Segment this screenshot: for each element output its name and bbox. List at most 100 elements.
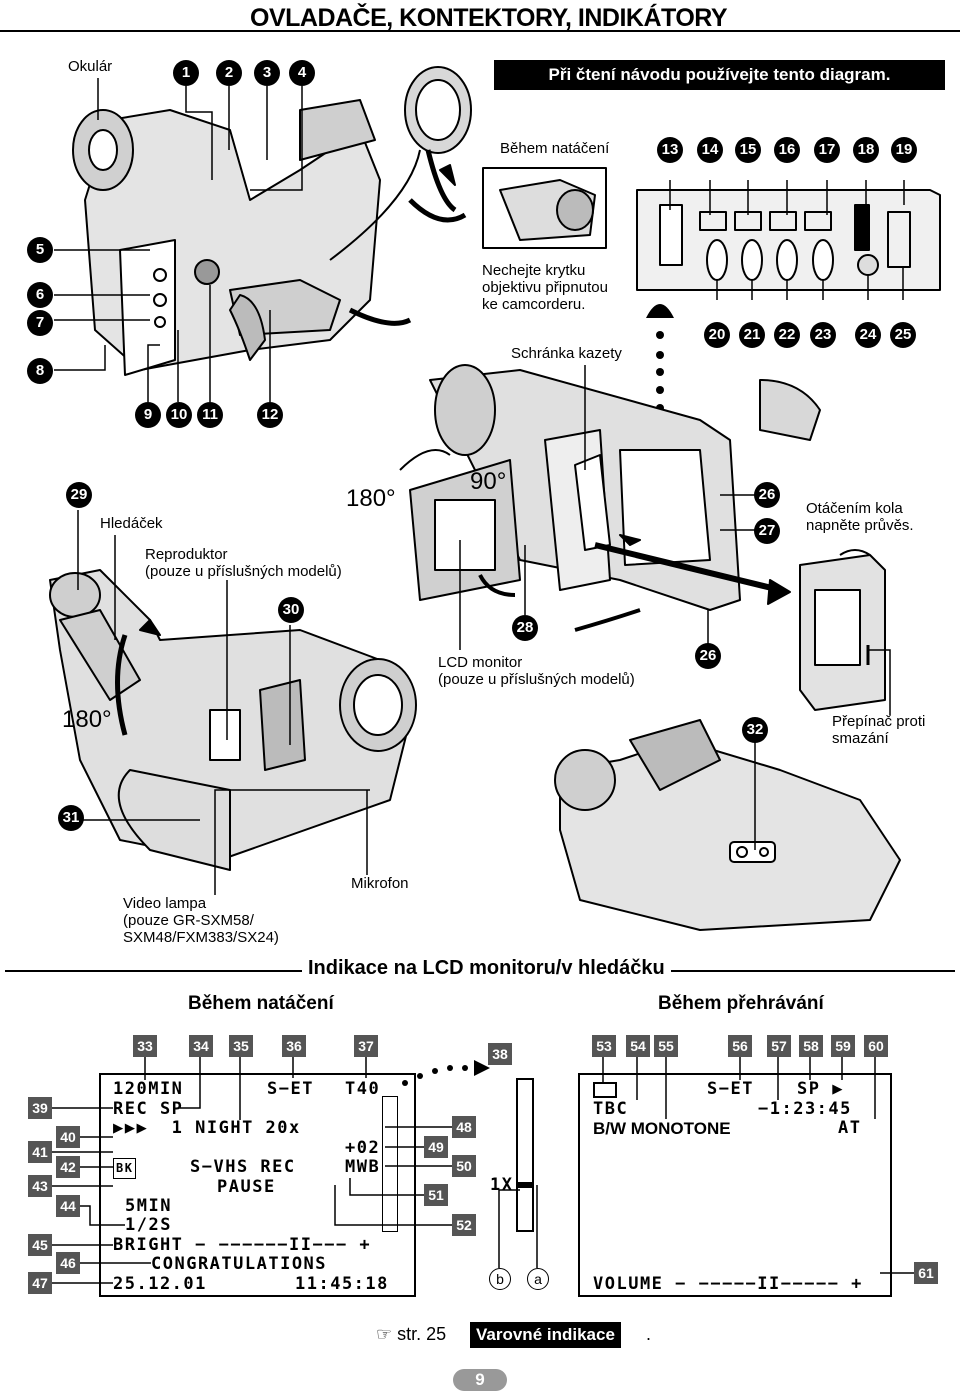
callout-5: 5 xyxy=(27,237,53,263)
camcorder-back-illustration xyxy=(554,719,901,931)
callout-54: 54 xyxy=(626,1035,650,1057)
label-180-top: 180° xyxy=(346,485,396,512)
callout-26-top: 26 xyxy=(754,482,780,508)
osd-date: 25.12.01 xyxy=(113,1274,207,1294)
osd-tape-length: T40 xyxy=(345,1079,381,1099)
zoom-bar-small xyxy=(382,1096,398,1232)
callout-1: 1 xyxy=(173,60,199,86)
control-panel-illustration xyxy=(636,189,941,291)
label-microphone: Mikrofon xyxy=(351,875,409,892)
label-video-lamp: Video lampa (pouze GR-SXM58/ SXM48/FXM38… xyxy=(123,895,279,946)
callout-20: 20 xyxy=(704,322,730,348)
callout-9: 9 xyxy=(135,402,161,428)
callout-59: 59 xyxy=(831,1035,855,1057)
osd-title: CONGRATULATIONS xyxy=(151,1254,328,1274)
callout-45: 45 xyxy=(28,1234,52,1256)
callout-48: 48 xyxy=(452,1116,476,1138)
callout-38: 38 xyxy=(488,1043,512,1065)
camcorder-lcd-open-illustration xyxy=(399,364,821,632)
callout-31: 31 xyxy=(58,805,84,831)
label-lcd-monitor: LCD monitor (pouze u příslušných modelů) xyxy=(438,654,635,688)
callout-8: 8 xyxy=(27,358,53,384)
callout-42: 42 xyxy=(56,1156,80,1178)
callout-10: 10 xyxy=(166,402,192,428)
callout-61: 61 xyxy=(914,1262,938,1284)
callout-17: 17 xyxy=(814,137,840,163)
recording-title: Během natáčení xyxy=(188,993,334,1014)
callout-60: 60 xyxy=(864,1035,888,1057)
camcorder-side-illustration xyxy=(49,569,417,871)
page-title: OVLADAČE, KONTEKTORY, INDIKÁTORY xyxy=(250,4,728,32)
callout-57: 57 xyxy=(767,1035,791,1057)
callout-15: 15 xyxy=(735,137,761,163)
callout-43: 43 xyxy=(28,1175,52,1197)
play-osd-s-et: S−ET xyxy=(707,1079,754,1099)
camcorder-top-illustration xyxy=(72,99,467,376)
label-speaker: Reproduktor (pouze u příslušných modelů) xyxy=(145,546,342,580)
callout-25: 25 xyxy=(890,322,916,348)
callout-33: 33 xyxy=(133,1035,157,1057)
callout-28: 28 xyxy=(512,615,538,641)
label-okular: Okulár xyxy=(68,58,113,75)
osd-bk: BK xyxy=(113,1158,137,1179)
play-osd-tbc: TBC xyxy=(593,1099,629,1119)
osd-svhs-rec: S−VHS REC xyxy=(190,1157,296,1177)
callout-7: 7 xyxy=(27,310,53,336)
label-erase-protect: Přepínač proti smazání xyxy=(832,713,926,747)
osd-shutter: 1/2S xyxy=(125,1215,172,1235)
callout-18: 18 xyxy=(853,137,879,163)
callout-52: 52 xyxy=(452,1214,476,1236)
callout-39: 39 xyxy=(28,1097,52,1119)
label-180-left: 180° xyxy=(62,706,112,733)
indications-title: Indikace na LCD monitoru/v hledáčku xyxy=(302,957,671,980)
instruction-banner: Při čtení návodu používejte tento diagra… xyxy=(494,60,945,90)
play-osd-volume: VOLUME − −−−−−II−−−−− + xyxy=(593,1274,863,1294)
callout-35: 35 xyxy=(229,1035,253,1057)
label-cassette-holder: Schránka kazety xyxy=(511,345,622,362)
zoom-callout-b: b xyxy=(489,1268,511,1290)
label-viewfinder: Hledáček xyxy=(100,515,163,532)
zoom-bar xyxy=(516,1078,534,1232)
callout-49: 49 xyxy=(424,1136,448,1158)
warning-indications-label: Varovné indikace xyxy=(470,1322,621,1348)
callout-55: 55 xyxy=(654,1035,678,1057)
callout-4: 4 xyxy=(289,60,315,86)
callout-19: 19 xyxy=(891,137,917,163)
callout-16: 16 xyxy=(774,137,800,163)
recording-screen xyxy=(99,1073,416,1297)
play-osd-speed: SP ▶ xyxy=(797,1079,844,1099)
callout-34: 34 xyxy=(189,1035,213,1057)
callout-50: 50 xyxy=(452,1155,476,1177)
callout-46: 46 xyxy=(56,1252,80,1274)
callout-2: 2 xyxy=(216,60,242,86)
callout-47: 47 xyxy=(28,1272,52,1294)
label-lens-cover-note: Nechejte krytku objektivu připnutou ke c… xyxy=(482,262,608,313)
osd-night: ▶▶▶ 1 NIGHT 20x xyxy=(113,1118,301,1138)
callout-58: 58 xyxy=(799,1035,823,1057)
callout-22: 22 xyxy=(774,322,800,348)
callout-21: 21 xyxy=(739,322,765,348)
lens-cover-illustration xyxy=(329,66,472,261)
osd-rec-mode: REC SP xyxy=(113,1099,184,1119)
osd-tape-remaining: 120MIN xyxy=(113,1079,184,1099)
callout-24: 24 xyxy=(855,322,881,348)
callout-14: 14 xyxy=(697,137,723,163)
callout-56: 56 xyxy=(728,1035,752,1057)
osd-mwb: MWB xyxy=(345,1157,381,1177)
osd-s-et: S−ET xyxy=(267,1079,314,1099)
callout-51: 51 xyxy=(424,1184,448,1206)
sentence-period: . xyxy=(646,1324,652,1344)
playback-title: Během přehrávání xyxy=(658,993,824,1014)
callout-6: 6 xyxy=(27,282,53,308)
callout-23: 23 xyxy=(810,322,836,348)
callout-32: 32 xyxy=(742,717,768,743)
callout-29: 29 xyxy=(66,482,92,508)
callout-13: 13 xyxy=(657,137,683,163)
osd-exposure: +02 xyxy=(345,1138,381,1158)
cassette-icon xyxy=(593,1082,617,1098)
zoom-position-marker xyxy=(517,1182,533,1188)
callout-12: 12 xyxy=(257,402,283,428)
osd-pause: PAUSE xyxy=(217,1177,276,1197)
title-underline xyxy=(0,30,960,32)
